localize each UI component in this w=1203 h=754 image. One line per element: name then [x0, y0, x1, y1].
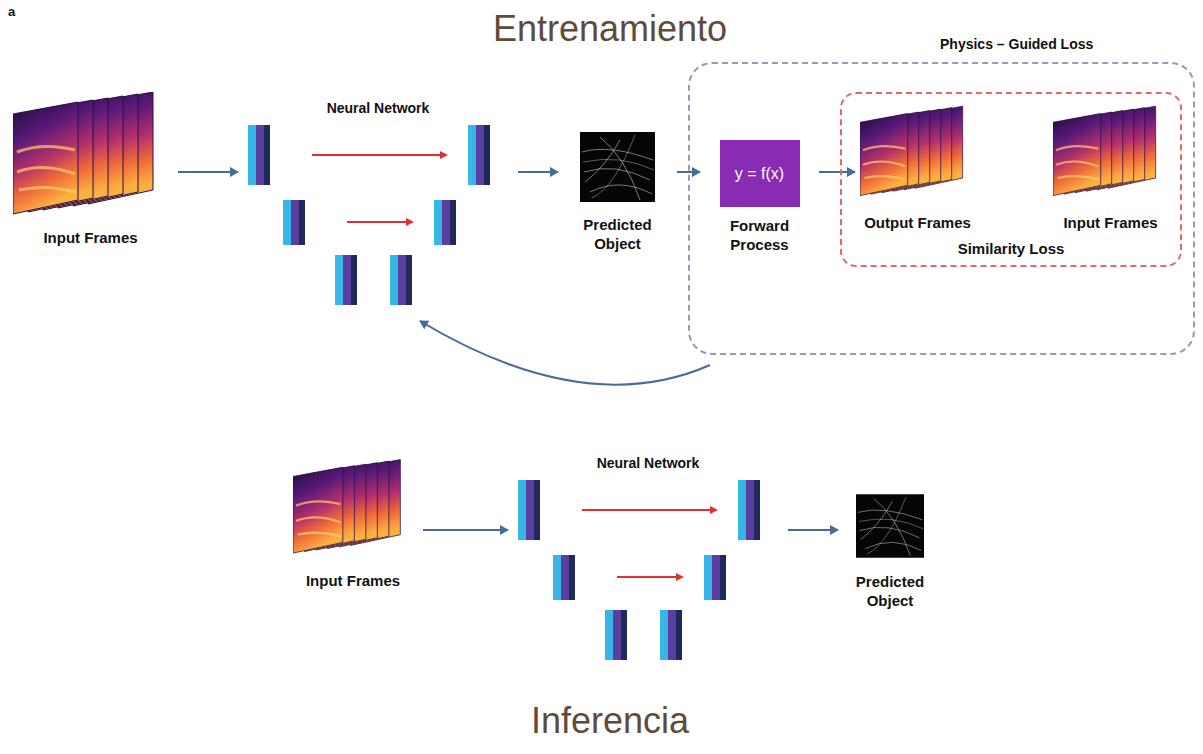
- frames-illustration: [1053, 102, 1163, 202]
- frames-illustration: [293, 455, 408, 560]
- node-label: Predicted Object: [845, 573, 935, 611]
- node-label: Input Frames: [285, 572, 421, 591]
- skip-arrowhead: [710, 506, 718, 514]
- object-image: [580, 132, 655, 202]
- section-title: Inferencia: [360, 698, 860, 743]
- unet-illustration: [510, 475, 780, 670]
- fwd-node: y = f(x) Forward Process: [702, 140, 817, 260]
- flow-arrow: [518, 171, 558, 173]
- frames-node: Input Frames: [5, 92, 176, 262]
- skip-arrow: [582, 509, 710, 511]
- node-label: Input Frames: [5, 229, 176, 248]
- unet-node: Neural Network: [510, 455, 786, 670]
- skip-arrow: [617, 576, 676, 578]
- region-node: Physics – Guided Lossy = f(x)Forward Pro…: [688, 62, 1195, 355]
- node-label: Predicted Object: [573, 216, 663, 254]
- flow-arrow: [788, 529, 838, 531]
- unet-illustration: [240, 120, 510, 315]
- node-label: Forward Process: [710, 217, 810, 255]
- frames-illustration: [13, 92, 163, 217]
- flow-arrow: [178, 171, 238, 173]
- flow-arrow: [420, 321, 710, 385]
- frames-node: Output Frames: [857, 102, 978, 242]
- object-image: [856, 493, 924, 559]
- node-label: Output Frames: [857, 214, 978, 233]
- frames-illustration: [860, 102, 970, 202]
- flow-arrow: [819, 171, 855, 173]
- node-label: Neural Network: [510, 455, 786, 473]
- node-label: Neural Network: [240, 100, 516, 118]
- obj-node: Predicted Object: [840, 493, 940, 623]
- skip-arrow: [312, 154, 440, 156]
- node-label: Physics – Guided Loss: [940, 36, 1093, 54]
- frames-node: Input Frames: [285, 455, 421, 615]
- forward-box: y = f(x): [720, 140, 800, 207]
- node-label: Input Frames: [1050, 214, 1171, 233]
- panel-letter: a: [8, 4, 28, 20]
- obj-node: Predicted Object: [560, 132, 675, 262]
- flow-arrow: [423, 529, 508, 531]
- node-label: y = f(x): [735, 164, 784, 184]
- sim-node: Similarity Loss Output Frames Input Frames: [840, 92, 1182, 267]
- skip-arrow: [347, 221, 406, 223]
- unet-node: Neural Network: [240, 100, 516, 315]
- skip-arrowhead: [406, 218, 414, 226]
- skip-arrowhead: [676, 573, 684, 581]
- node-label: Similarity Loss: [842, 240, 1180, 259]
- frames-node: Input Frames: [1050, 102, 1171, 242]
- skip-arrowhead: [440, 151, 448, 159]
- section-title: Entrenamiento: [360, 6, 860, 51]
